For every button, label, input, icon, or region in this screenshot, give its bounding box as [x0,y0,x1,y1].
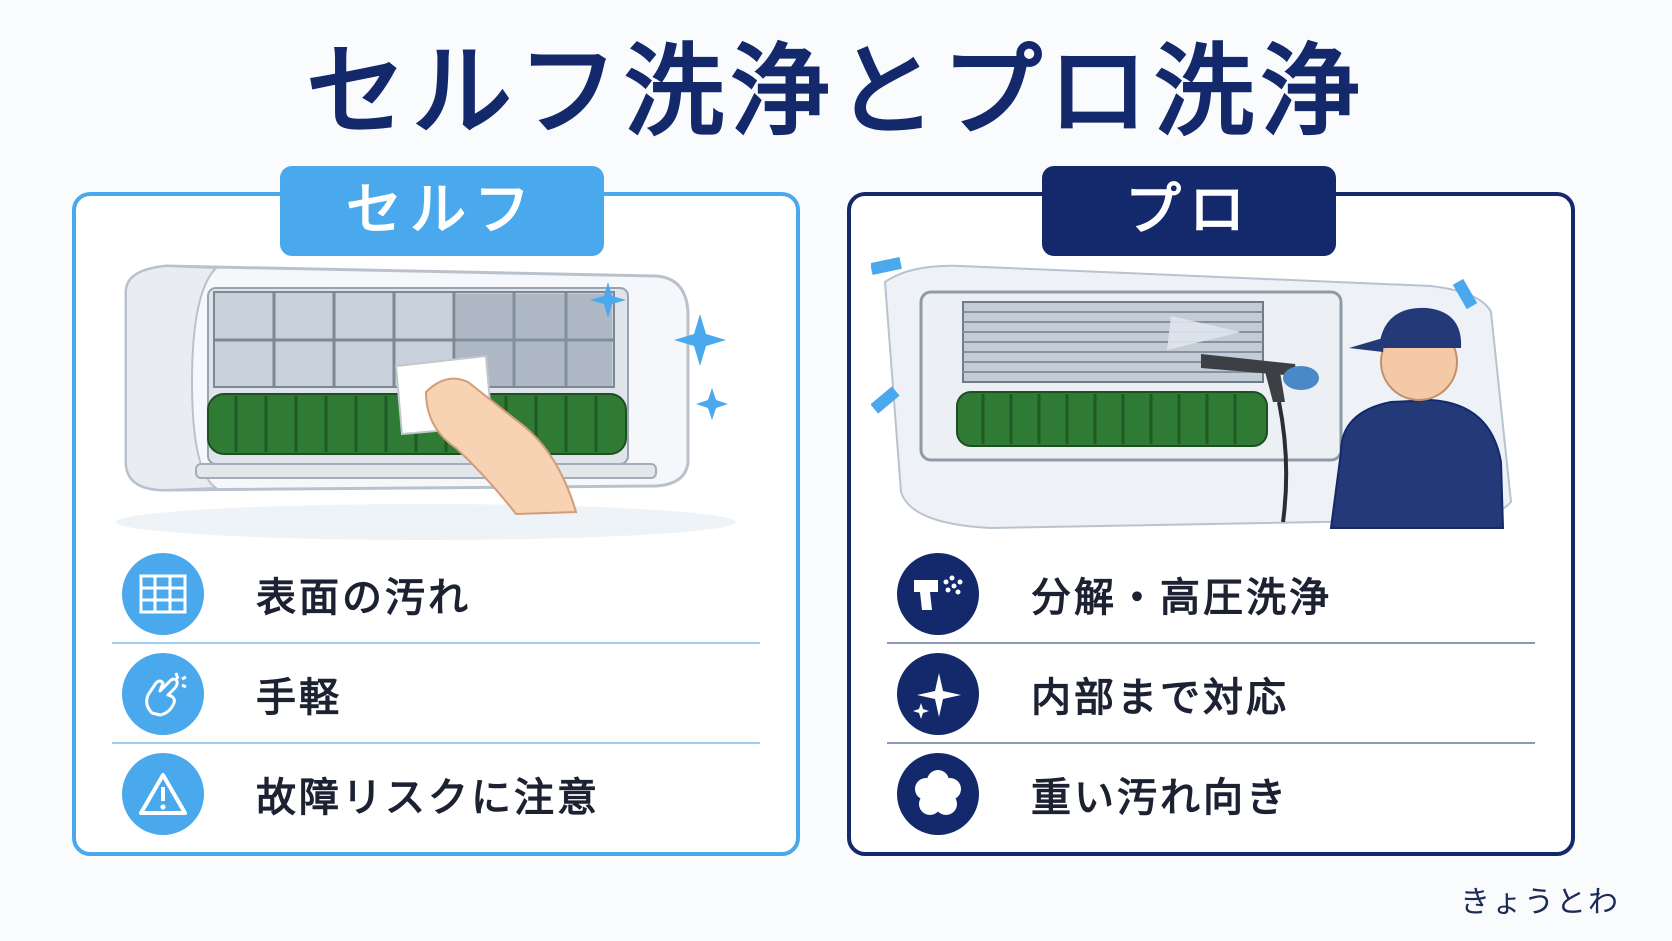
pro-item-row: 内部まで対応 [887,644,1535,744]
brand-logo: きょうとわ [1460,885,1620,920]
pro-item-label: 重い汚れ向き [1031,775,1289,821]
pro-aircon-illustration [871,257,1513,530]
pro-item-row: 重い汚れ向き [887,744,1535,844]
self-item-label: 表面の汚れ [256,575,471,621]
self-item-label: 手軽 [256,675,342,721]
self-cleaning-panel: セルフ [72,166,800,856]
self-item-row: 手軽 [112,644,760,744]
self-item-row: 故障リスクに注意 [112,744,760,844]
self-item-row: 表面の汚れ [112,544,760,644]
pro-item-row: 分解・高圧洗浄 [887,544,1535,644]
pro-item-label: 分解・高圧洗浄 [1031,575,1332,621]
pro-tag: プロ [1042,166,1336,256]
warning-icon [122,753,204,835]
self-tag: セルフ [280,166,604,256]
snap-fingers-icon [122,653,204,735]
self-aircon-illustration [116,264,736,540]
sparkle-icon [897,653,979,735]
pro-cleaning-panel: プロ [847,166,1575,856]
pro-item-label: 内部まで対応 [1031,675,1289,721]
page-title: セルフ洗浄とプロ洗浄 [306,33,1366,150]
filter-grid-icon [122,553,204,635]
self-item-label: 故障リスクに注意 [256,775,600,821]
spray-gun-icon [897,553,979,635]
flower-icon [897,753,979,835]
